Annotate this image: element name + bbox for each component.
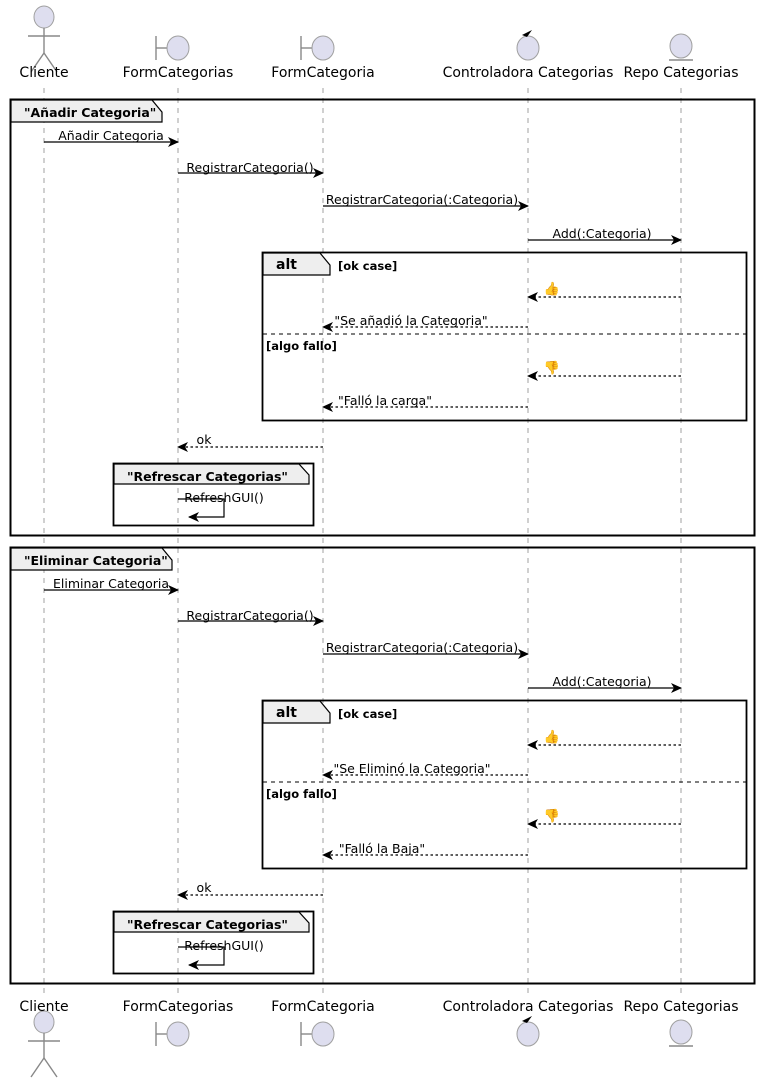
message-m10: [178, 498, 225, 522]
message-label-m4: Add(:Categoria): [552, 226, 652, 241]
boundary-icon: [300, 35, 335, 61]
message-label-m10: RefreshGUI(): [184, 490, 264, 505]
fragment-group-refrescar-1: [112, 462, 315, 527]
entity-icon: [669, 33, 693, 61]
thumbs-up-icon: 👍: [543, 730, 561, 745]
message-label-m16: "Se Eliminó la Categoria": [333, 761, 491, 776]
fragment-label-group-refrescar-2: "Refrescar Categorias": [127, 917, 288, 932]
fragment-header-group-refrescar-2: [113, 911, 310, 933]
fragment-label-group-anadir: "Añadir Categoria": [24, 105, 157, 120]
participant-label-formcategoria: FormCategoria: [271, 65, 375, 81]
fragment-header-alt-eliminar: [262, 700, 331, 724]
message-label-m2: RegistrarCategoria(): [186, 160, 314, 175]
message-label-m12: RegistrarCategoria(): [186, 608, 314, 623]
message-label-m20: RefreshGUI(): [184, 938, 264, 953]
actor-stick-figure-icon: [28, 5, 60, 73]
fragment-label-group-eliminar: "Eliminar Categoria": [24, 553, 168, 568]
participant-label-bottom-repo: Repo Categorias: [623, 999, 739, 1015]
message-label-m9: ok: [196, 432, 212, 447]
fragment-guard-alt-anadir-1: [algo fallo]: [266, 339, 337, 353]
message-label-m8: "Falló la carga": [338, 393, 432, 408]
message-label-m14: Add(:Categoria): [552, 674, 652, 689]
boundary-icon: [300, 1021, 335, 1047]
fragment-group-anadir: [9, 98, 756, 537]
boundary-icon: [155, 1021, 190, 1047]
participant-label-formcategorias: FormCategorias: [122, 65, 234, 81]
fragment-label-alt-eliminar: alt: [276, 705, 297, 721]
message-label-m18: "Falló la Baja": [338, 841, 426, 856]
fragment-header-group-anadir: [10, 99, 163, 123]
fragment-group-eliminar: [9, 546, 756, 985]
fragment-label-group-refrescar-1: "Refrescar Categorias": [127, 469, 288, 484]
participant-label-bottom-controladora: Controladora Categorias: [442, 999, 614, 1015]
message-m20: [178, 946, 225, 970]
participant-label-controladora: Controladora Categorias: [442, 65, 614, 81]
entity-icon: [669, 1019, 693, 1047]
control-icon: [516, 30, 540, 61]
fragment-header-alt-anadir: [262, 252, 331, 276]
message-label-m13: RegistrarCategoria(:Categoria): [325, 640, 519, 655]
fragment-guard-alt-eliminar-0: [ok case]: [338, 707, 398, 721]
thumbs-up-icon: 👍: [543, 282, 561, 297]
participant-label-cliente: Cliente: [19, 65, 69, 81]
fragment-group-refrescar-2: [112, 910, 315, 975]
fragment-alt-eliminar: [261, 699, 748, 870]
fragment-header-group-refrescar-1: [113, 463, 310, 485]
control-icon: [516, 1016, 540, 1047]
participant-label-bottom-formcategorias: FormCategorias: [122, 999, 234, 1015]
message-label-m11: Eliminar Categoria: [52, 576, 170, 591]
participant-label-bottom-cliente: Cliente: [19, 999, 69, 1015]
actor-stick-figure-icon: [28, 1010, 60, 1078]
message-label-m1: Añadir Categoria: [58, 128, 164, 143]
message-label-m19: ok: [196, 880, 212, 895]
message-label-m6: "Se añadió la Categoria": [334, 313, 488, 328]
thumbs-down-icon: 👎: [543, 361, 561, 376]
participant-label-bottom-formcategoria: FormCategoria: [271, 999, 375, 1015]
thumbs-down-icon: 👎: [543, 809, 561, 824]
message-label-m3: RegistrarCategoria(:Categoria): [325, 192, 519, 207]
fragment-label-alt-anadir: alt: [276, 257, 297, 273]
participant-label-repo: Repo Categorias: [623, 65, 739, 81]
boundary-icon: [155, 35, 190, 61]
fragment-header-group-eliminar: [10, 547, 173, 571]
fragment-guard-alt-anadir-0: [ok case]: [338, 259, 398, 273]
fragment-guard-alt-eliminar-1: [algo fallo]: [266, 787, 337, 801]
fragment-alt-anadir: [261, 251, 748, 422]
